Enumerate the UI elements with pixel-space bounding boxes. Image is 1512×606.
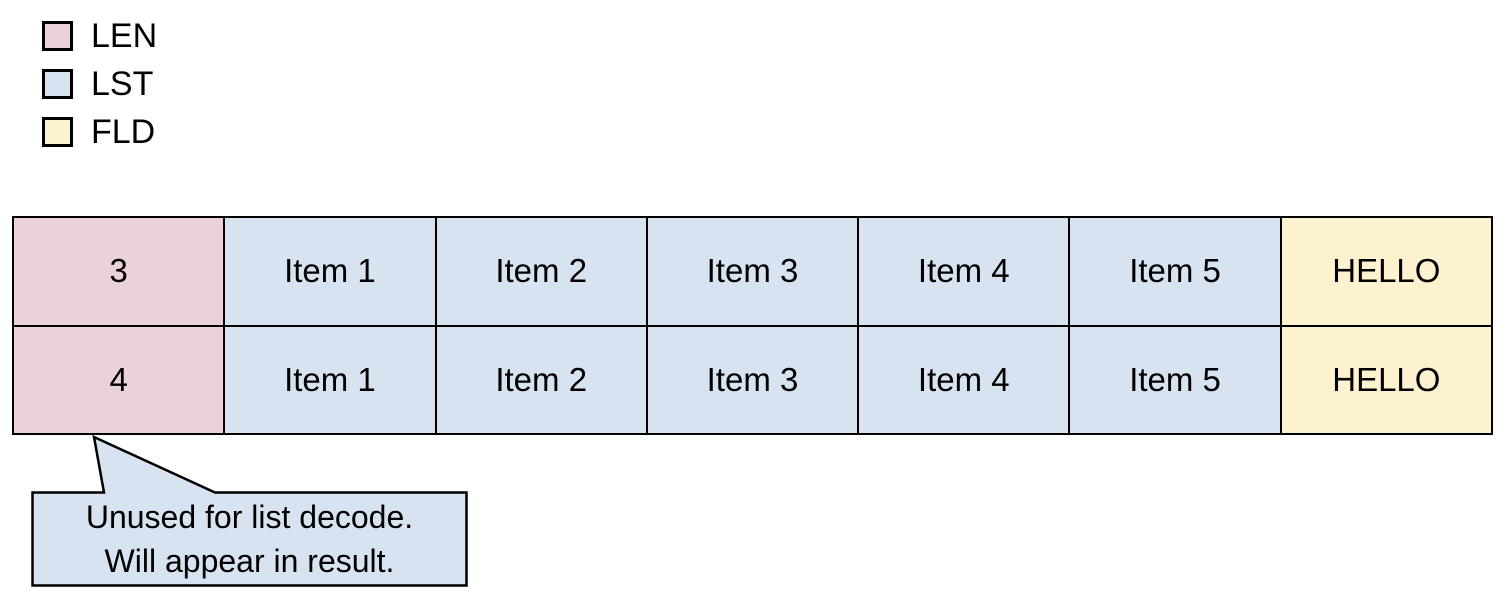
table-cell-row1-item2: Item 2 [436, 218, 646, 325]
callout-line-1: Unused for list decode. [85, 499, 414, 535]
legend-item-fld: FLD [42, 115, 157, 149]
callout-line-2: Will appear in result. [104, 543, 395, 579]
fld-color-swatch [42, 117, 73, 147]
legend-item-len: LEN [42, 19, 157, 53]
len-color-swatch [42, 21, 73, 51]
table-cell-row2-item5: Item 5 [1070, 326, 1280, 433]
table-cell-row1-field: HELLO [1281, 218, 1491, 325]
table-cell-row2-item4: Item 4 [859, 326, 1069, 433]
legend-label-lst: LST [91, 65, 154, 103]
encoded-list-table: 3 Item 1 Item 2 Item 3 Item 4 Item 5 HEL… [12, 216, 1493, 435]
table-cell-row1-length: 3 [14, 218, 224, 325]
table-cell-row1-item3: Item 3 [647, 218, 858, 325]
legend-label-fld: FLD [91, 113, 156, 151]
table-cell-row2-item2: Item 2 [436, 326, 646, 433]
table-cell-row1-item4: Item 4 [859, 218, 1069, 325]
table-cell-row1-item5: Item 5 [1070, 218, 1280, 325]
legend: LEN LST FLD [42, 19, 157, 149]
table-cell-row1-item1: Item 1 [225, 218, 435, 325]
lst-color-swatch [42, 69, 73, 99]
table-cell-row2-item1: Item 1 [225, 326, 435, 433]
table-cell-row2-length: 4 [14, 326, 224, 433]
table-cell-row2-item3: Item 3 [647, 326, 858, 433]
callout-text: Unused for list decode. Will appear in r… [32, 492, 467, 586]
table-cell-row2-field: HELLO [1281, 326, 1491, 433]
legend-item-lst: LST [42, 67, 157, 101]
legend-label-len: LEN [91, 17, 158, 55]
